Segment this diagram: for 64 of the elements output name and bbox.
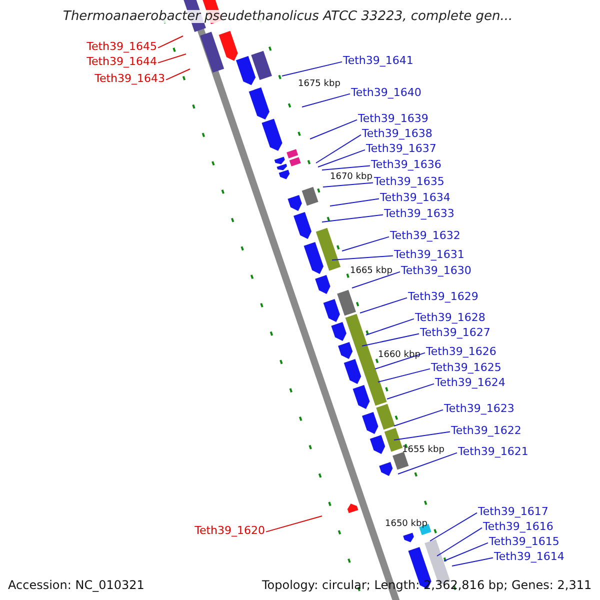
leader-line xyxy=(352,271,400,288)
leader-line xyxy=(158,36,184,48)
gene-label: Teth39_1638 xyxy=(362,127,432,140)
leader-line xyxy=(398,452,458,474)
scale-label: 1665 kbp xyxy=(350,265,392,278)
gene-label: Teth39_1622 xyxy=(451,424,522,437)
gene-label: Teth39_1630 xyxy=(401,264,472,277)
gene-label: Teth39_1616 xyxy=(483,520,554,533)
gene-label: Teth39_1633 xyxy=(384,207,454,220)
map-info-text: Accession: NC_010321 xyxy=(8,579,144,592)
scale-label: 1655 kbp xyxy=(402,444,444,457)
leader-line xyxy=(360,297,408,314)
gene-label: Teth39_1628 xyxy=(415,311,486,324)
leader-line xyxy=(366,318,414,336)
leader-line xyxy=(330,198,380,206)
gene-label: Teth39_1634 xyxy=(380,191,450,204)
leader-line xyxy=(430,512,478,542)
scale-label: 1650 kbp xyxy=(385,518,428,531)
leader-line xyxy=(322,182,374,188)
gene-label: Teth39_1644 xyxy=(86,55,157,68)
gene-label: Teth39_1640 xyxy=(351,86,422,99)
gene-label: Teth39_1623 xyxy=(444,402,514,415)
gene-label: Teth39_1643 xyxy=(94,72,165,85)
gene-label: Teth39_1639 xyxy=(358,112,428,125)
map-title: Thermoanaerobacter pseudethanolicus ATCC 33223, complete gen... xyxy=(63,10,513,23)
gene-label: Teth39_1627 xyxy=(420,326,490,339)
leader-line xyxy=(378,368,430,382)
gene-label: Teth39_1621 xyxy=(458,445,528,458)
gene-label: Teth39_1625 xyxy=(431,361,502,374)
leader-line xyxy=(436,527,482,556)
leader-line xyxy=(318,149,366,168)
gene-label: Teth39_1632 xyxy=(390,229,460,242)
scale-label: 1675 kbp xyxy=(298,78,340,91)
leader-line xyxy=(386,383,434,400)
leader-line xyxy=(444,542,488,562)
gene-label: Teth39_1620 xyxy=(194,524,265,537)
leader-line xyxy=(394,431,450,440)
leader-line xyxy=(342,236,390,252)
leader-line xyxy=(316,134,362,164)
leader-line xyxy=(282,61,342,76)
gene-label: Teth39_1641 xyxy=(343,54,414,67)
gene-label: Teth39_1617 xyxy=(478,505,548,518)
leader-line xyxy=(362,333,420,346)
leader-line xyxy=(302,93,350,108)
leader-line xyxy=(158,54,186,64)
leader-line xyxy=(394,409,444,426)
gene-label: Teth39_1636 xyxy=(371,158,442,171)
gene-label: Teth39_1635 xyxy=(374,175,444,188)
gene-label: Teth39_1637 xyxy=(366,142,436,155)
gene-label: Teth39_1626 xyxy=(426,345,496,358)
leader-line xyxy=(322,165,370,170)
leader-line xyxy=(166,68,190,80)
leader-line xyxy=(266,516,322,532)
gene-label: Teth39_1631 xyxy=(394,248,464,261)
gene-label: Teth39_1624 xyxy=(435,376,506,389)
leader-line xyxy=(322,214,384,222)
gene-label: Teth39_1645 xyxy=(86,40,157,53)
gene-label: Teth39_1629 xyxy=(408,290,478,303)
leader-line xyxy=(332,255,394,260)
scale-label: 1670 kbp xyxy=(330,171,372,184)
gene-label: Teth39_1614 xyxy=(494,550,564,563)
gene-label: Teth39_1615 xyxy=(489,535,560,548)
leader-line xyxy=(452,557,494,566)
leader-line xyxy=(310,119,358,140)
